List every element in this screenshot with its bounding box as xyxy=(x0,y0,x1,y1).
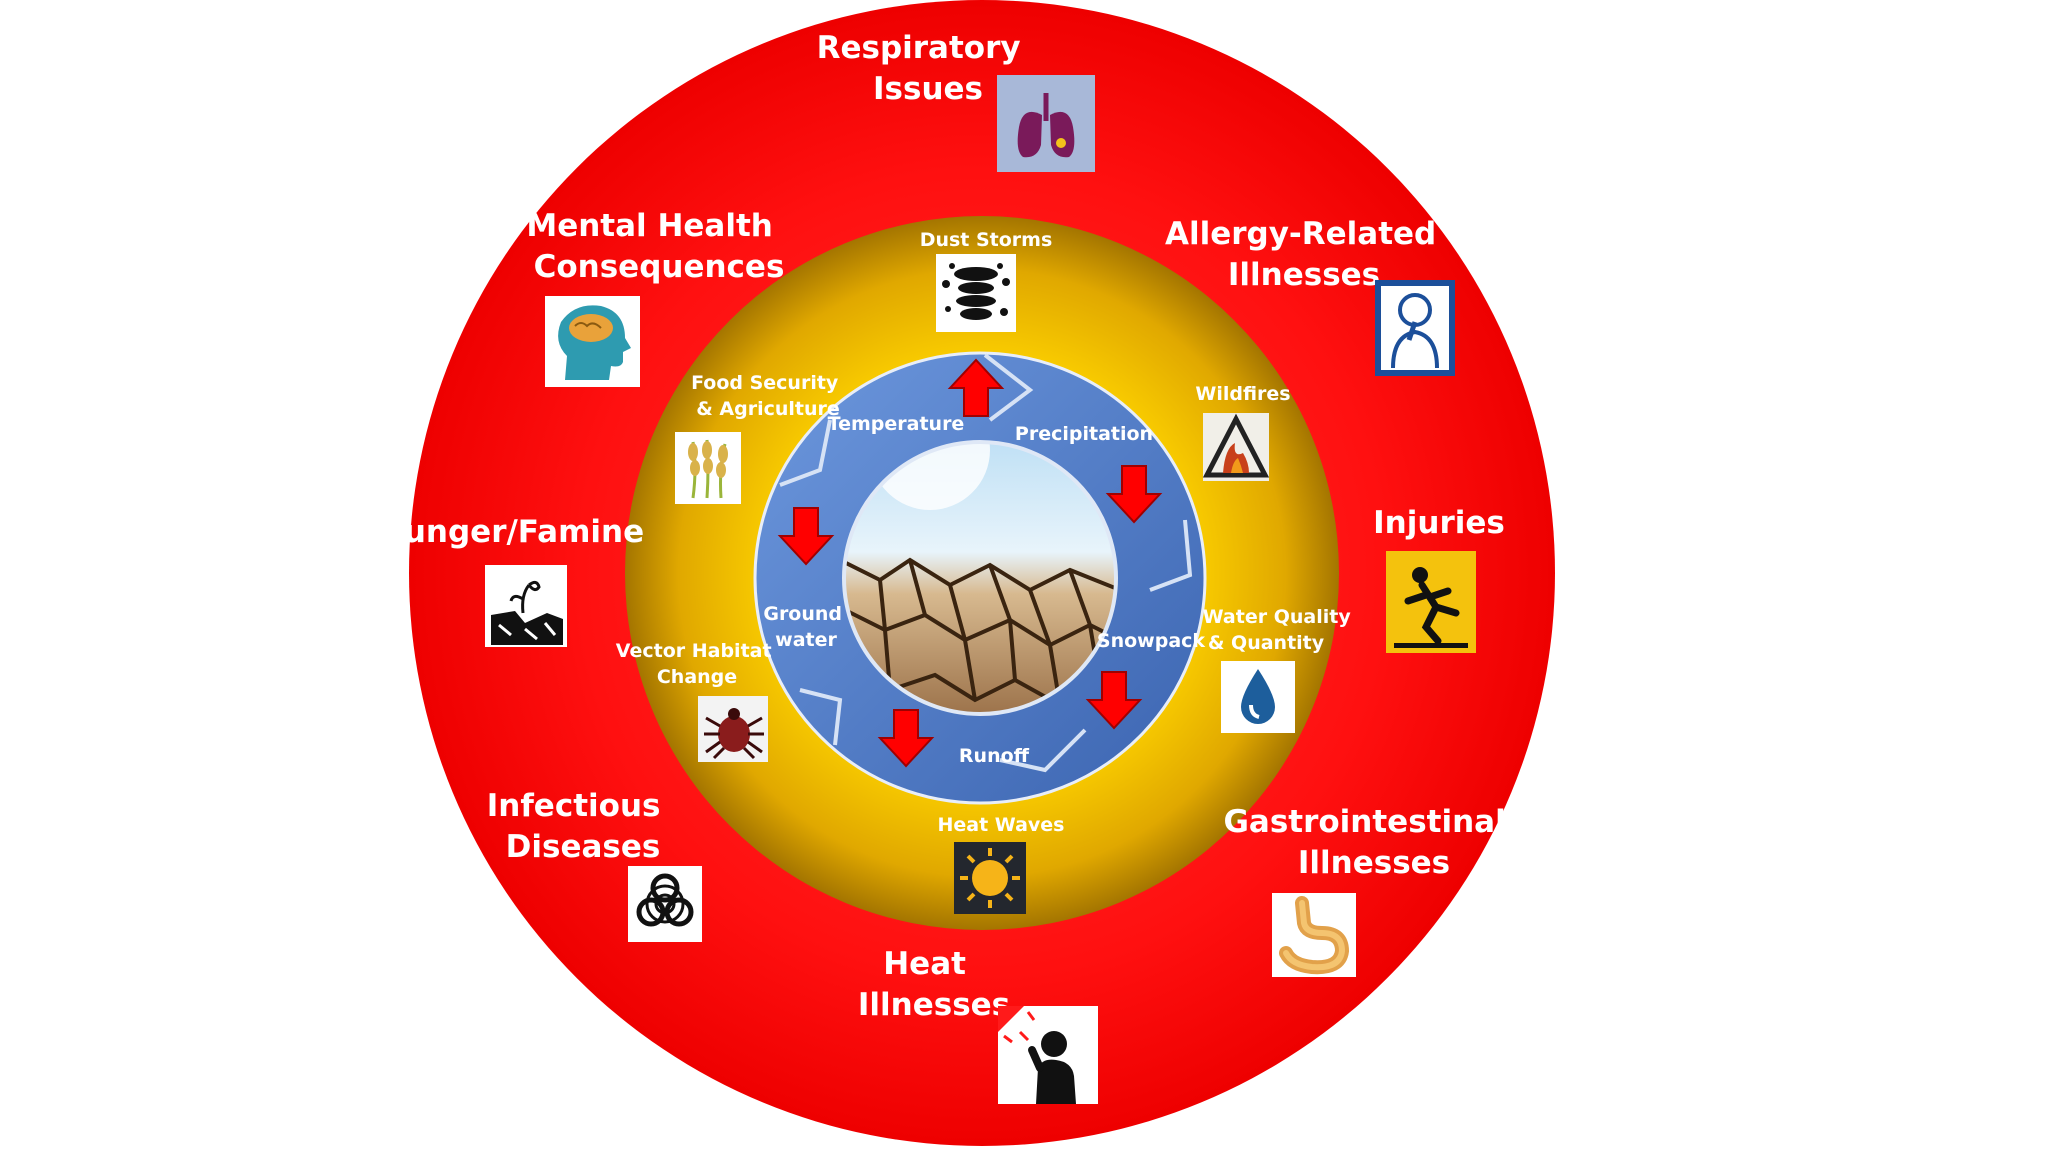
stomach-icon xyxy=(1272,893,1356,977)
cycle-label-precipitation: Precipitation xyxy=(1015,423,1153,445)
down-arrow-icon xyxy=(877,709,935,768)
outer-label-heat: Heat Illnesses xyxy=(858,946,1010,1023)
outer-label-hunger: Hunger/Famine xyxy=(378,514,644,550)
outer-label-injuries: Injuries xyxy=(1373,505,1505,541)
cycle-label-snowpack: Snowpack xyxy=(1097,630,1206,652)
dust-storm-icon xyxy=(936,254,1016,332)
down-arrow-icon xyxy=(1085,671,1143,730)
down-arrow-icon xyxy=(1105,465,1163,524)
up-arrow-icon xyxy=(947,358,1005,417)
cycle-label-runoff: Runoff xyxy=(959,745,1030,767)
allergy-person-icon xyxy=(1375,280,1455,376)
cycle-segment-dividers xyxy=(779,353,1193,773)
middle-label-dust-storms: Dust Storms xyxy=(920,229,1053,251)
middle-label-wildfires: Wildfires xyxy=(1195,383,1290,405)
cycle-label-groundwater: Ground water xyxy=(763,603,848,651)
middle-label-vector: Vector Habitat Change xyxy=(616,640,778,688)
middle-label-heat-waves: Heat Waves xyxy=(938,814,1065,836)
heat-stroke-person-icon xyxy=(998,1006,1098,1104)
tick-icon xyxy=(698,696,768,762)
sun-icon xyxy=(954,842,1026,914)
brain-head-icon xyxy=(545,296,640,387)
wheat-icon xyxy=(675,432,741,504)
outer-label-allergy: Allergy-Related Illnesses xyxy=(1165,216,1447,293)
biohazard-icon xyxy=(628,866,702,942)
middle-label-water: Water Quality & Quantity xyxy=(1203,606,1358,654)
slip-fall-icon xyxy=(1386,551,1476,653)
outer-label-respiratory: Respiratory Issues xyxy=(817,30,1032,107)
middle-label-food: Food Security & Agriculture xyxy=(691,372,845,420)
cracked-dry-earth-icon xyxy=(844,442,1116,714)
water-drop-icon xyxy=(1221,661,1295,733)
wildfire-icon xyxy=(1202,413,1270,481)
down-arrow-icon xyxy=(777,507,835,566)
lungs-icon xyxy=(997,75,1095,172)
withered-plant-icon xyxy=(485,565,567,647)
outer-label-infectious: Infectious Diseases xyxy=(487,788,672,865)
outer-label-gastro: Gastrointestinal Illnesses xyxy=(1223,804,1516,881)
cycle-label-temperature: Temperature xyxy=(828,413,965,435)
outer-label-mental: Mental Health Consequences xyxy=(526,208,784,285)
